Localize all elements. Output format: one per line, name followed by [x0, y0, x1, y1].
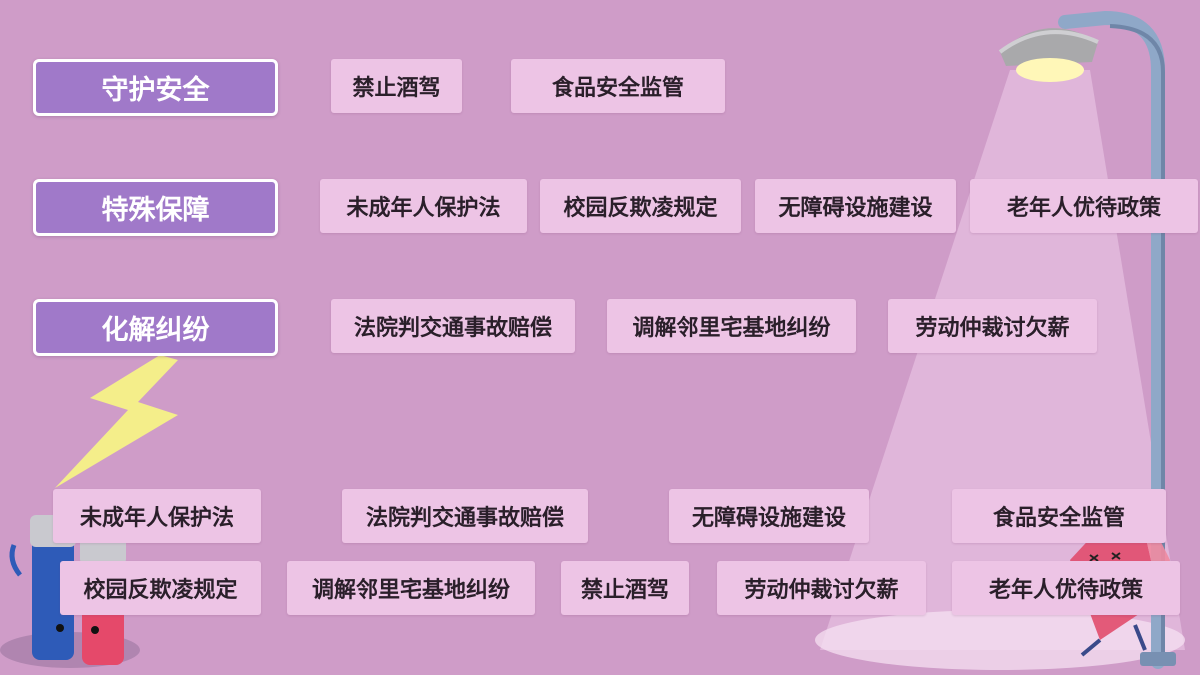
- street-lamp-icon: [998, 10, 1176, 669]
- option-tag[interactable]: 禁止酒驾: [561, 561, 689, 615]
- category-item[interactable]: 禁止酒驾: [331, 59, 462, 113]
- lamp-light-pool: [815, 610, 1185, 670]
- category-button-protect-safety[interactable]: 守护安全: [33, 59, 278, 116]
- category-label: 特殊保障: [101, 195, 210, 226]
- option-tag[interactable]: 无障碍设施建设: [669, 489, 869, 543]
- lightning-bolt-icon: [55, 355, 178, 488]
- category-item[interactable]: 调解邻里宅基地纠纷: [607, 299, 856, 353]
- option-tag[interactable]: 校园反欺凌规定: [60, 561, 261, 615]
- category-item[interactable]: 法院判交通事故赔偿: [331, 299, 575, 353]
- category-item[interactable]: 食品安全监管: [511, 59, 725, 113]
- option-tag[interactable]: 老年人优待政策: [952, 561, 1180, 615]
- option-tag[interactable]: 未成年人保护法: [53, 489, 261, 543]
- category-label: 化解纠纷: [101, 315, 210, 346]
- category-item[interactable]: 老年人优待政策: [970, 179, 1198, 233]
- option-tag[interactable]: 劳动仲裁讨欠薪: [717, 561, 926, 615]
- category-item[interactable]: 未成年人保护法: [320, 179, 527, 233]
- category-label: 守护安全: [101, 75, 210, 106]
- option-tag[interactable]: 法院判交通事故赔偿: [342, 489, 588, 543]
- category-item[interactable]: 无障碍设施建设: [755, 179, 956, 233]
- option-tag[interactable]: 食品安全监管: [952, 489, 1166, 543]
- category-button-resolve-disputes[interactable]: 化解纠纷: [33, 299, 278, 356]
- category-item[interactable]: 校园反欺凌规定: [540, 179, 741, 233]
- option-tag[interactable]: 调解邻里宅基地纠纷: [287, 561, 535, 615]
- category-item[interactable]: 劳动仲裁讨欠薪: [888, 299, 1097, 353]
- category-button-special-protection[interactable]: 特殊保障: [33, 179, 278, 236]
